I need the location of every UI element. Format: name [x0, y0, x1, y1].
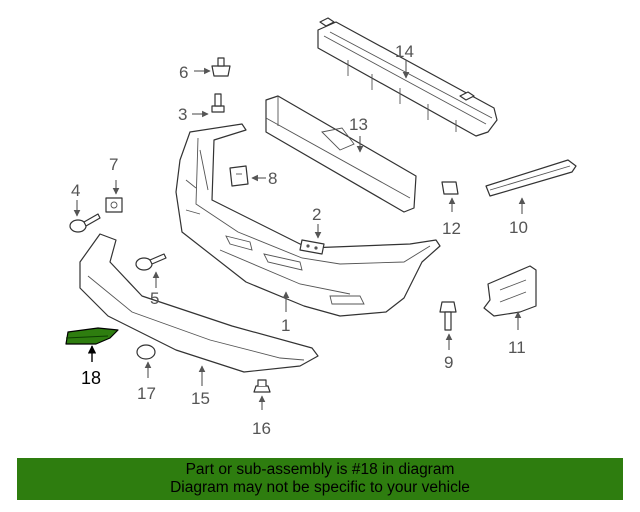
banner-line-1: Part or sub-assembly is #18 in diagram — [185, 461, 455, 478]
callout-9: 9 — [444, 353, 453, 372]
callout-12: 12 — [442, 219, 461, 238]
callout-15: 15 — [191, 389, 210, 408]
callout-11: 11 — [508, 338, 526, 357]
push-clip-part[interactable] — [211, 57, 231, 77]
cap-part[interactable] — [136, 344, 156, 360]
highlight-banner: Part or sub-assembly is #18 in diagram D… — [17, 458, 623, 500]
bumper-cover-part[interactable] — [175, 123, 441, 317]
lower-valance-part[interactable] — [79, 233, 319, 373]
banner-line-2: Diagram may not be specific to your vehi… — [170, 479, 470, 496]
highlighted-part-18[interactable] — [65, 327, 119, 345]
callout-5: 5 — [150, 289, 159, 308]
bolt-3-part[interactable] — [211, 93, 225, 113]
energy-absorber-part[interactable] — [265, 95, 417, 213]
callout-2: 2 — [312, 205, 321, 224]
callout-1: 1 — [281, 316, 290, 335]
bracket-plate-part[interactable] — [299, 239, 325, 255]
bolt-9-part[interactable] — [439, 301, 457, 331]
callout-18: 18 — [81, 368, 101, 388]
callout-8: 8 — [268, 169, 277, 188]
callout-7: 7 — [109, 155, 118, 174]
clip-12-part[interactable] — [441, 181, 459, 195]
parts-diagram: 14 13 1 15 18 17 16 — [65, 17, 577, 438]
callout-16: 16 — [252, 419, 271, 438]
clip-8-part[interactable] — [229, 165, 249, 187]
clip-nut-part[interactable] — [105, 197, 123, 213]
callout-4: 4 — [71, 181, 80, 200]
reinforcement-beam-part[interactable] — [317, 17, 498, 137]
callout-6: 6 — [179, 63, 188, 82]
bracket-11-part[interactable] — [483, 265, 537, 317]
callout-14: 14 — [395, 42, 414, 61]
screw-4-part[interactable] — [69, 213, 101, 233]
callout-10: 10 — [509, 218, 528, 237]
screw-5-part[interactable] — [135, 253, 167, 271]
callout-3: 3 — [178, 105, 187, 124]
trim-strip-part[interactable] — [485, 159, 577, 197]
nut-16-part[interactable] — [253, 379, 271, 393]
callout-13: 13 — [349, 115, 368, 134]
callout-17: 17 — [137, 384, 156, 403]
